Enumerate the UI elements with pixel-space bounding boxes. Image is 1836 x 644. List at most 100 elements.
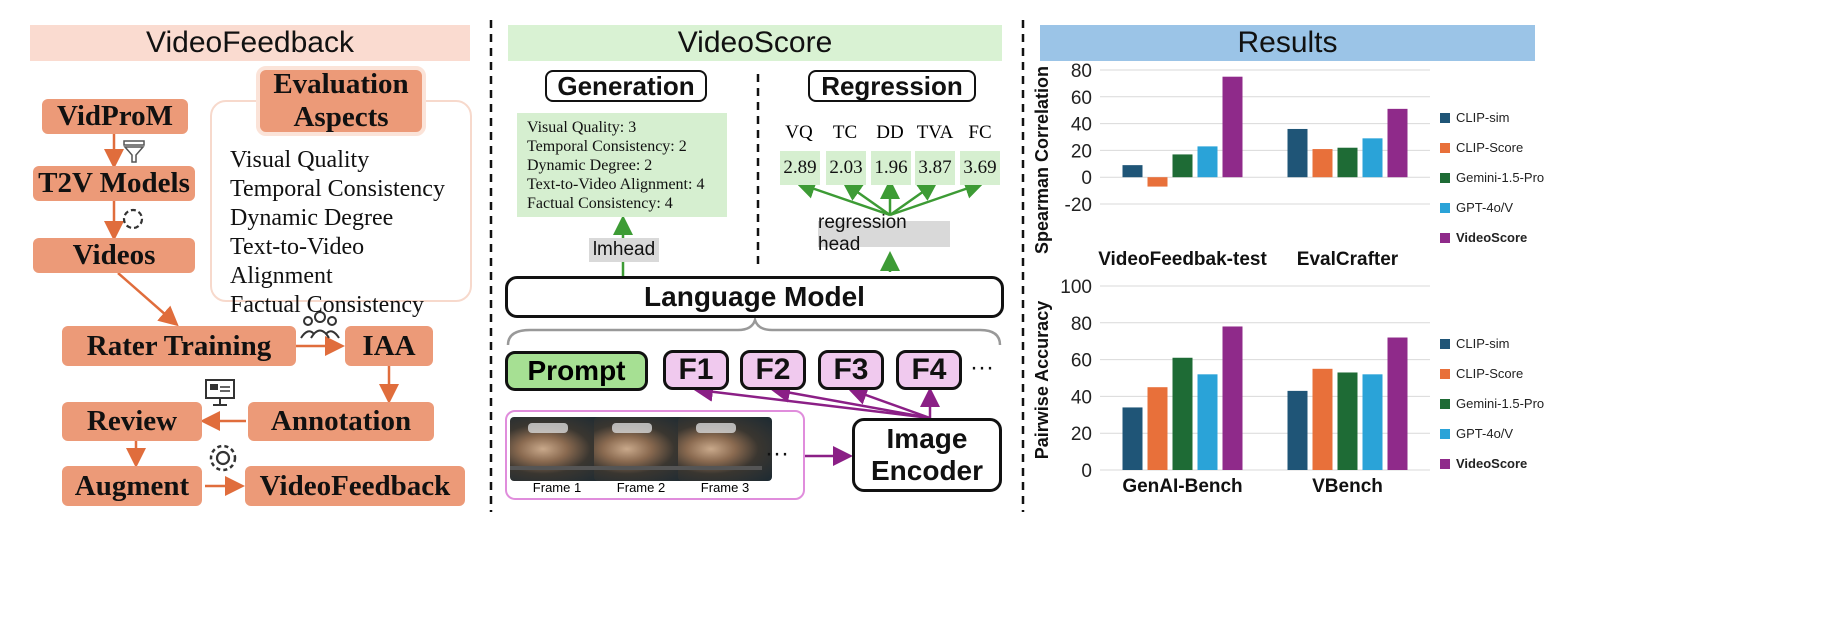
bar-gemini-1-5-pro [1337,372,1358,470]
frame-label: Frame 3 [700,480,750,495]
y-tick-label: 0 [1081,168,1092,189]
legend-swatch [1440,459,1450,469]
legend-label: CLIP-Score [1456,140,1523,155]
bar-clip-score [1312,149,1333,178]
image-encoder-box: Image Encoder [852,418,1002,492]
reg-column-label: TC [832,122,858,143]
legend-swatch [1440,113,1450,123]
reg-score-value: 3.87 [915,151,955,185]
bar-clip-score [1312,368,1333,470]
bar-gpt-4o-v [1362,138,1383,178]
legend-label: GPT-4o/V [1456,200,1513,215]
feature-f2-box: F2 [740,350,806,390]
legend-swatch [1440,233,1450,243]
generation-line: Text-to-Video Alignment: 4 [527,176,705,193]
category-label: VBench [1312,476,1383,497]
section-divider-left [489,20,493,512]
legend-label: Gemini-1.5-Pro [1456,170,1544,185]
iaa-box: IAA [345,326,433,366]
legend-label: VideoScore [1456,456,1527,471]
legend-label: CLIP-sim [1456,110,1509,125]
category-label: EvalCrafter [1297,249,1399,270]
rater-training-box: Rater Training [62,326,296,366]
bar-gemini-1-5-pro [1172,154,1193,178]
frames-ellipsis: ··· [765,440,789,467]
aspect-item: Visual Quality [230,147,370,173]
reg-score-value: 3.69 [960,151,1000,185]
legend-swatch [1440,369,1450,379]
reg-score-value: 2.89 [780,151,820,185]
image-encoder-line1: Image [886,423,968,454]
aspect-item: Factual Consistency [230,292,424,318]
legend-swatch [1440,339,1450,349]
bar-clip-sim [1287,390,1308,470]
bar-gemini-1-5-pro [1172,357,1193,470]
feature-f4-box: F4 [896,350,962,390]
t2v-models-box: T2V Models [33,166,195,201]
videos-box: Videos [33,238,195,273]
frame-label: Frame 1 [532,480,582,495]
image-encoder-line2: Encoder [870,455,984,486]
reg-column-label: FC [968,122,992,143]
legend-swatch [1440,143,1450,153]
monitor-review-icon [205,379,235,406]
legend-swatch [1440,173,1450,183]
gear-icon [209,444,237,472]
bar-gpt-4o-v [1362,374,1383,470]
y-tick-label: 0 [1081,461,1092,482]
aspect-item: Temporal Consistency [230,176,445,202]
bar-videoscore [1222,326,1243,470]
feature-f1-box: F1 [663,350,729,390]
y-tick-label: 80 [1071,61,1092,82]
evaluation-aspects-list: Visual Quality Temporal Consistency Dyna… [230,146,470,320]
generation-output: Visual Quality: 3 Temporal Consistency: … [517,113,727,217]
reg-score-value: 2.03 [826,151,866,185]
legend-label: CLIP-sim [1456,336,1509,351]
generation-line: Dynamic Degree: 2 [527,157,653,174]
bar-clip-score [1147,387,1168,470]
group-people-icon [300,311,340,339]
y-tick-label: 20 [1071,141,1092,162]
videofeedback-connectors [104,134,399,496]
y-tick-label: 100 [1060,277,1092,298]
videoscore-connectors [506,74,1002,466]
refresh-cycle-icon [122,208,144,230]
features-ellipsis: ··· [970,354,994,381]
bar-gpt-4o-v [1197,146,1218,178]
generation-label: Generation [545,70,707,102]
bar-videoscore [1387,108,1408,178]
bar-gpt-4o-v [1197,374,1218,470]
evaluation-aspects-title-line2: Aspects [293,101,389,133]
annotation-box: Annotation [248,402,434,441]
y-tick-label: 20 [1071,424,1092,445]
prompt-box: Prompt [505,351,648,391]
y-tick-label: -20 [1065,195,1092,216]
video-frame-thumbnail [510,417,604,481]
bar-gemini-1-5-pro [1337,147,1358,178]
legend-label: CLIP-Score [1456,366,1523,381]
frame-timeline [510,466,762,470]
regression-label: Regression [808,70,976,102]
legend-swatch [1440,429,1450,439]
y-tick-label: 40 [1071,387,1092,408]
reg-column-label: VQ [785,122,813,143]
legend-swatch [1440,203,1450,213]
legend-label: GPT-4o/V [1456,426,1513,441]
frame-label: Frame 2 [616,480,666,495]
section-divider-right [1021,20,1025,512]
y-axis-label: Pairwise Accuracy [1032,301,1052,459]
language-model-box: Language Model [505,276,1004,318]
videoscore-section-title: VideoScore [508,25,1002,61]
videofeedback-section-title: VideoFeedback [30,25,470,61]
review-box: Review [62,402,202,441]
videofeedback-box: VideoFeedback [245,466,465,506]
bar-clip-sim [1122,165,1143,178]
vidprom-box: VidProM [42,99,188,134]
bar-clip-score [1147,177,1168,187]
generation-line: Visual Quality: 3 [527,119,637,136]
category-label: VideoFeedbak-test [1098,249,1267,270]
evaluation-aspects-title-line1: Evaluation [273,68,409,100]
bar-clip-sim [1122,407,1143,470]
generation-line: Factual Consistency: 4 [527,195,673,212]
